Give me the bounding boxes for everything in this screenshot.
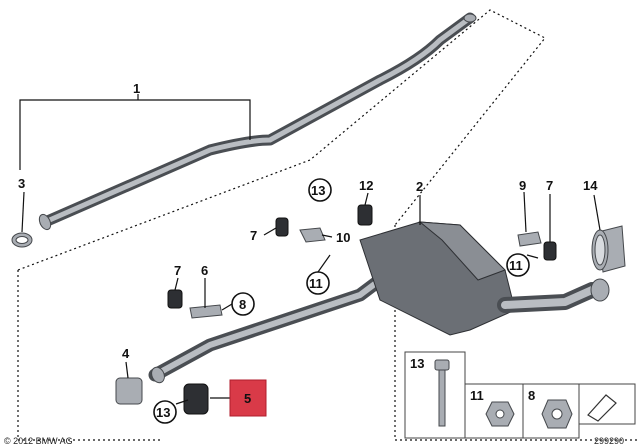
svg-text:9: 9 [519,178,526,193]
bolt-part-13[interactable] [434,359,450,427]
svg-text:13: 13 [311,183,325,198]
svg-text:7: 7 [250,228,257,243]
bracket-part-6[interactable] [189,304,223,319]
callout-12: 12 [359,178,373,193]
svg-text:7: 7 [174,263,181,278]
callout-5-highlighted[interactable]: 5 [229,379,267,417]
callout-13-panel: 13 [410,356,424,371]
callout-11-right: 11 [506,253,530,277]
svg-text:8: 8 [239,297,246,312]
callout-14: 14 [583,178,598,193]
svg-text:13: 13 [410,356,424,371]
callout-10: 10 [336,230,350,245]
rear-pipe[interactable] [148,273,387,385]
clamp-part-3[interactable] [11,232,33,248]
callout-13-lower: 13 [153,400,177,424]
svg-text:11: 11 [509,258,523,273]
callout-1: 1 [133,81,140,96]
callout-8-lower: 8 [231,292,255,316]
rubber-hanger-part-12[interactable] [357,204,373,226]
svg-text:10: 10 [336,230,350,245]
copyright-text: © 2012 BMW AG [4,436,73,446]
svg-text:5: 5 [244,391,251,406]
svg-text:4: 4 [122,346,130,361]
front-pipe[interactable] [37,12,477,231]
assembly-outline [17,9,640,441]
callout-11-mid: 11 [306,271,330,295]
leader-lines [19,94,601,405]
rubber-hanger-part-7-lower[interactable] [167,289,183,309]
svg-text:12: 12 [359,178,373,193]
svg-text:8: 8 [528,388,535,403]
tailpipe-tip-part-14[interactable] [591,225,626,273]
callout-7-lower: 7 [174,263,181,278]
arrow-icon [587,394,617,422]
svg-text:11: 11 [309,276,323,291]
callout-6: 6 [201,263,208,278]
rubber-sleeve-part-5[interactable] [183,383,209,415]
svg-text:6: 6 [201,263,208,278]
callout-11-panel: 11 [470,388,484,403]
nut-part-8[interactable] [541,399,573,429]
svg-text:2: 2 [416,179,423,194]
svg-text:1: 1 [133,81,140,96]
bracket-part-9[interactable] [517,231,542,247]
callout-8-panel: 8 [528,388,535,403]
callout-9: 9 [519,178,526,193]
svg-text:11: 11 [470,388,484,403]
callout-2: 2 [416,179,423,194]
rubber-hanger-part-7-left[interactable] [275,217,289,237]
callout-13-top: 13 [308,178,332,202]
svg-text:14: 14 [583,178,598,193]
clamp-part-4[interactable] [115,377,143,405]
callout-3: 3 [18,176,25,191]
tailpipe[interactable] [497,278,610,313]
callout-7-right: 7 [546,178,553,193]
svg-text:3: 3 [18,176,25,191]
nut-part-11[interactable] [485,401,515,427]
callout-7-left: 7 [250,228,257,243]
callout-4: 4 [122,346,130,361]
rear-muffler[interactable] [359,221,516,336]
rubber-hanger-part-7-right[interactable] [543,241,557,261]
svg-text:13: 13 [156,405,170,420]
diagram-number: 299290 [594,436,624,446]
svg-text:7: 7 [546,178,553,193]
bracket-part-10[interactable] [299,227,326,243]
hardware-panel [404,351,636,439]
